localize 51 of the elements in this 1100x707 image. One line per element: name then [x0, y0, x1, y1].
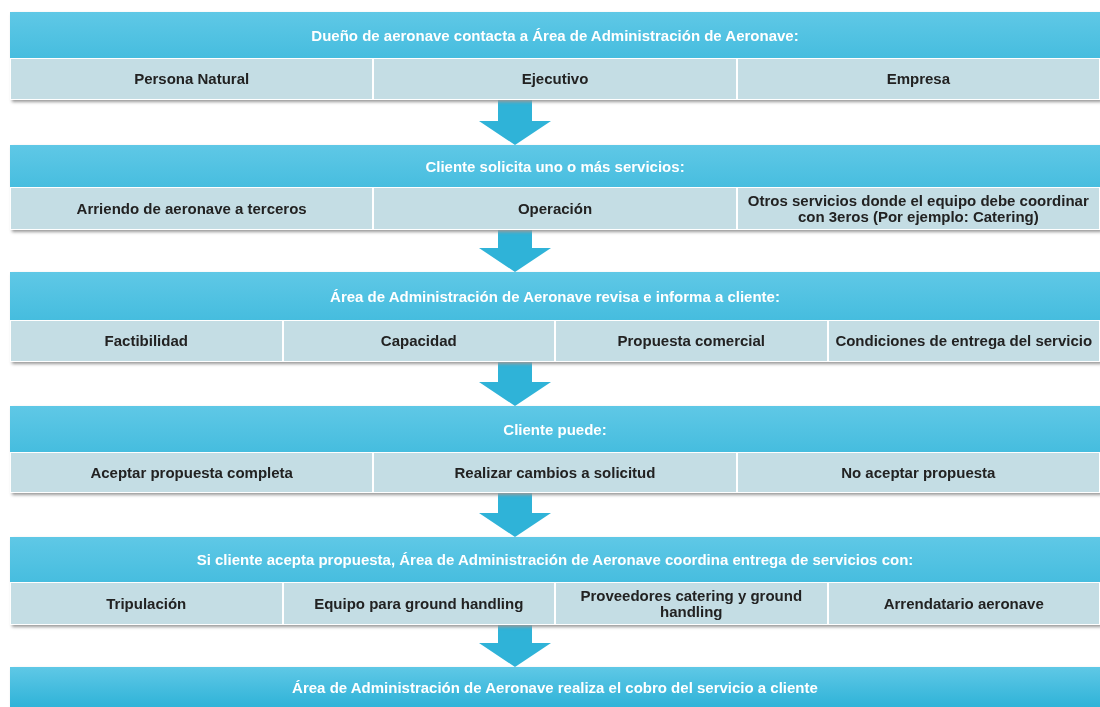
- option-box: [555, 582, 828, 625]
- option-text: Equipo para ground handling: [314, 595, 524, 612]
- option-box: [10, 320, 283, 362]
- option-text: Condiciones de entrega del servicio: [835, 333, 1093, 349]
- option-text: Aceptar propuesta completa: [90, 464, 293, 481]
- option-text: Proveedores catering y ground handling: [579, 587, 804, 620]
- stage-heading: Dueño de aeronave contacta a Área de Administración de Aeronave:: [311, 26, 799, 44]
- option-text: Persona Natural: [134, 71, 250, 87]
- option-text: Capacidad: [380, 333, 457, 349]
- option-text: Otros servicios donde el equipo debe coordinar con 3eros (Por ejemplo: Catering): [746, 192, 1090, 225]
- option-box: [373, 187, 737, 230]
- stage-band: [10, 406, 1100, 493]
- stage-heading: Área de Administración de Aeronave revisa e informa a cliente:: [330, 287, 780, 305]
- stage-band: [10, 272, 1100, 362]
- option-text: Factibilidad: [104, 333, 188, 349]
- option-box: [555, 320, 828, 362]
- down-arrow: [479, 493, 551, 537]
- option-box: [736, 187, 1100, 230]
- stage-heading: Si cliente acepta propuesta, Área de Administración de Aeronave coordina entrega de servicios con:: [196, 551, 914, 568]
- option-text: Arriendo de aeronave a terceros: [76, 200, 307, 217]
- option-box: [736, 58, 1100, 100]
- down-arrow: [479, 100, 551, 145]
- option-box: [282, 582, 555, 625]
- option-text: Operación: [517, 200, 593, 217]
- option-box: [827, 320, 1100, 362]
- option-box: [827, 582, 1100, 625]
- option-box: [10, 582, 283, 625]
- option-text: Ejecutivo: [521, 71, 589, 87]
- stage-heading: Cliente solicita uno o más servicios:: [425, 157, 685, 175]
- stage-band: [10, 537, 1100, 625]
- option-text: Realizar cambios a solicitud: [454, 464, 656, 481]
- stage-heading: Área de Administración de Aeronave realiza el cobro del servicio a cliente: [292, 678, 818, 696]
- option-box: [10, 452, 374, 493]
- down-arrow: [479, 362, 551, 406]
- option-box: [373, 58, 737, 100]
- option-text: Empresa: [886, 71, 950, 87]
- option-box: [373, 452, 737, 493]
- option-text: Tripulación: [106, 595, 187, 612]
- option-text: No aceptar propuesta: [841, 464, 996, 481]
- stage-band: [10, 12, 1100, 100]
- stage-band: [10, 667, 1100, 707]
- down-arrow: [479, 625, 551, 667]
- option-box: [736, 452, 1100, 493]
- down-arrow: [479, 230, 551, 272]
- option-box: [10, 187, 374, 230]
- option-text: Arrendatario aeronave: [883, 595, 1044, 612]
- option-text: Propuesta comercial: [617, 333, 766, 349]
- stage-heading: Cliente puede:: [503, 420, 607, 438]
- option-box: [282, 320, 555, 362]
- option-box: [10, 58, 374, 100]
- stage-band: [10, 145, 1100, 230]
